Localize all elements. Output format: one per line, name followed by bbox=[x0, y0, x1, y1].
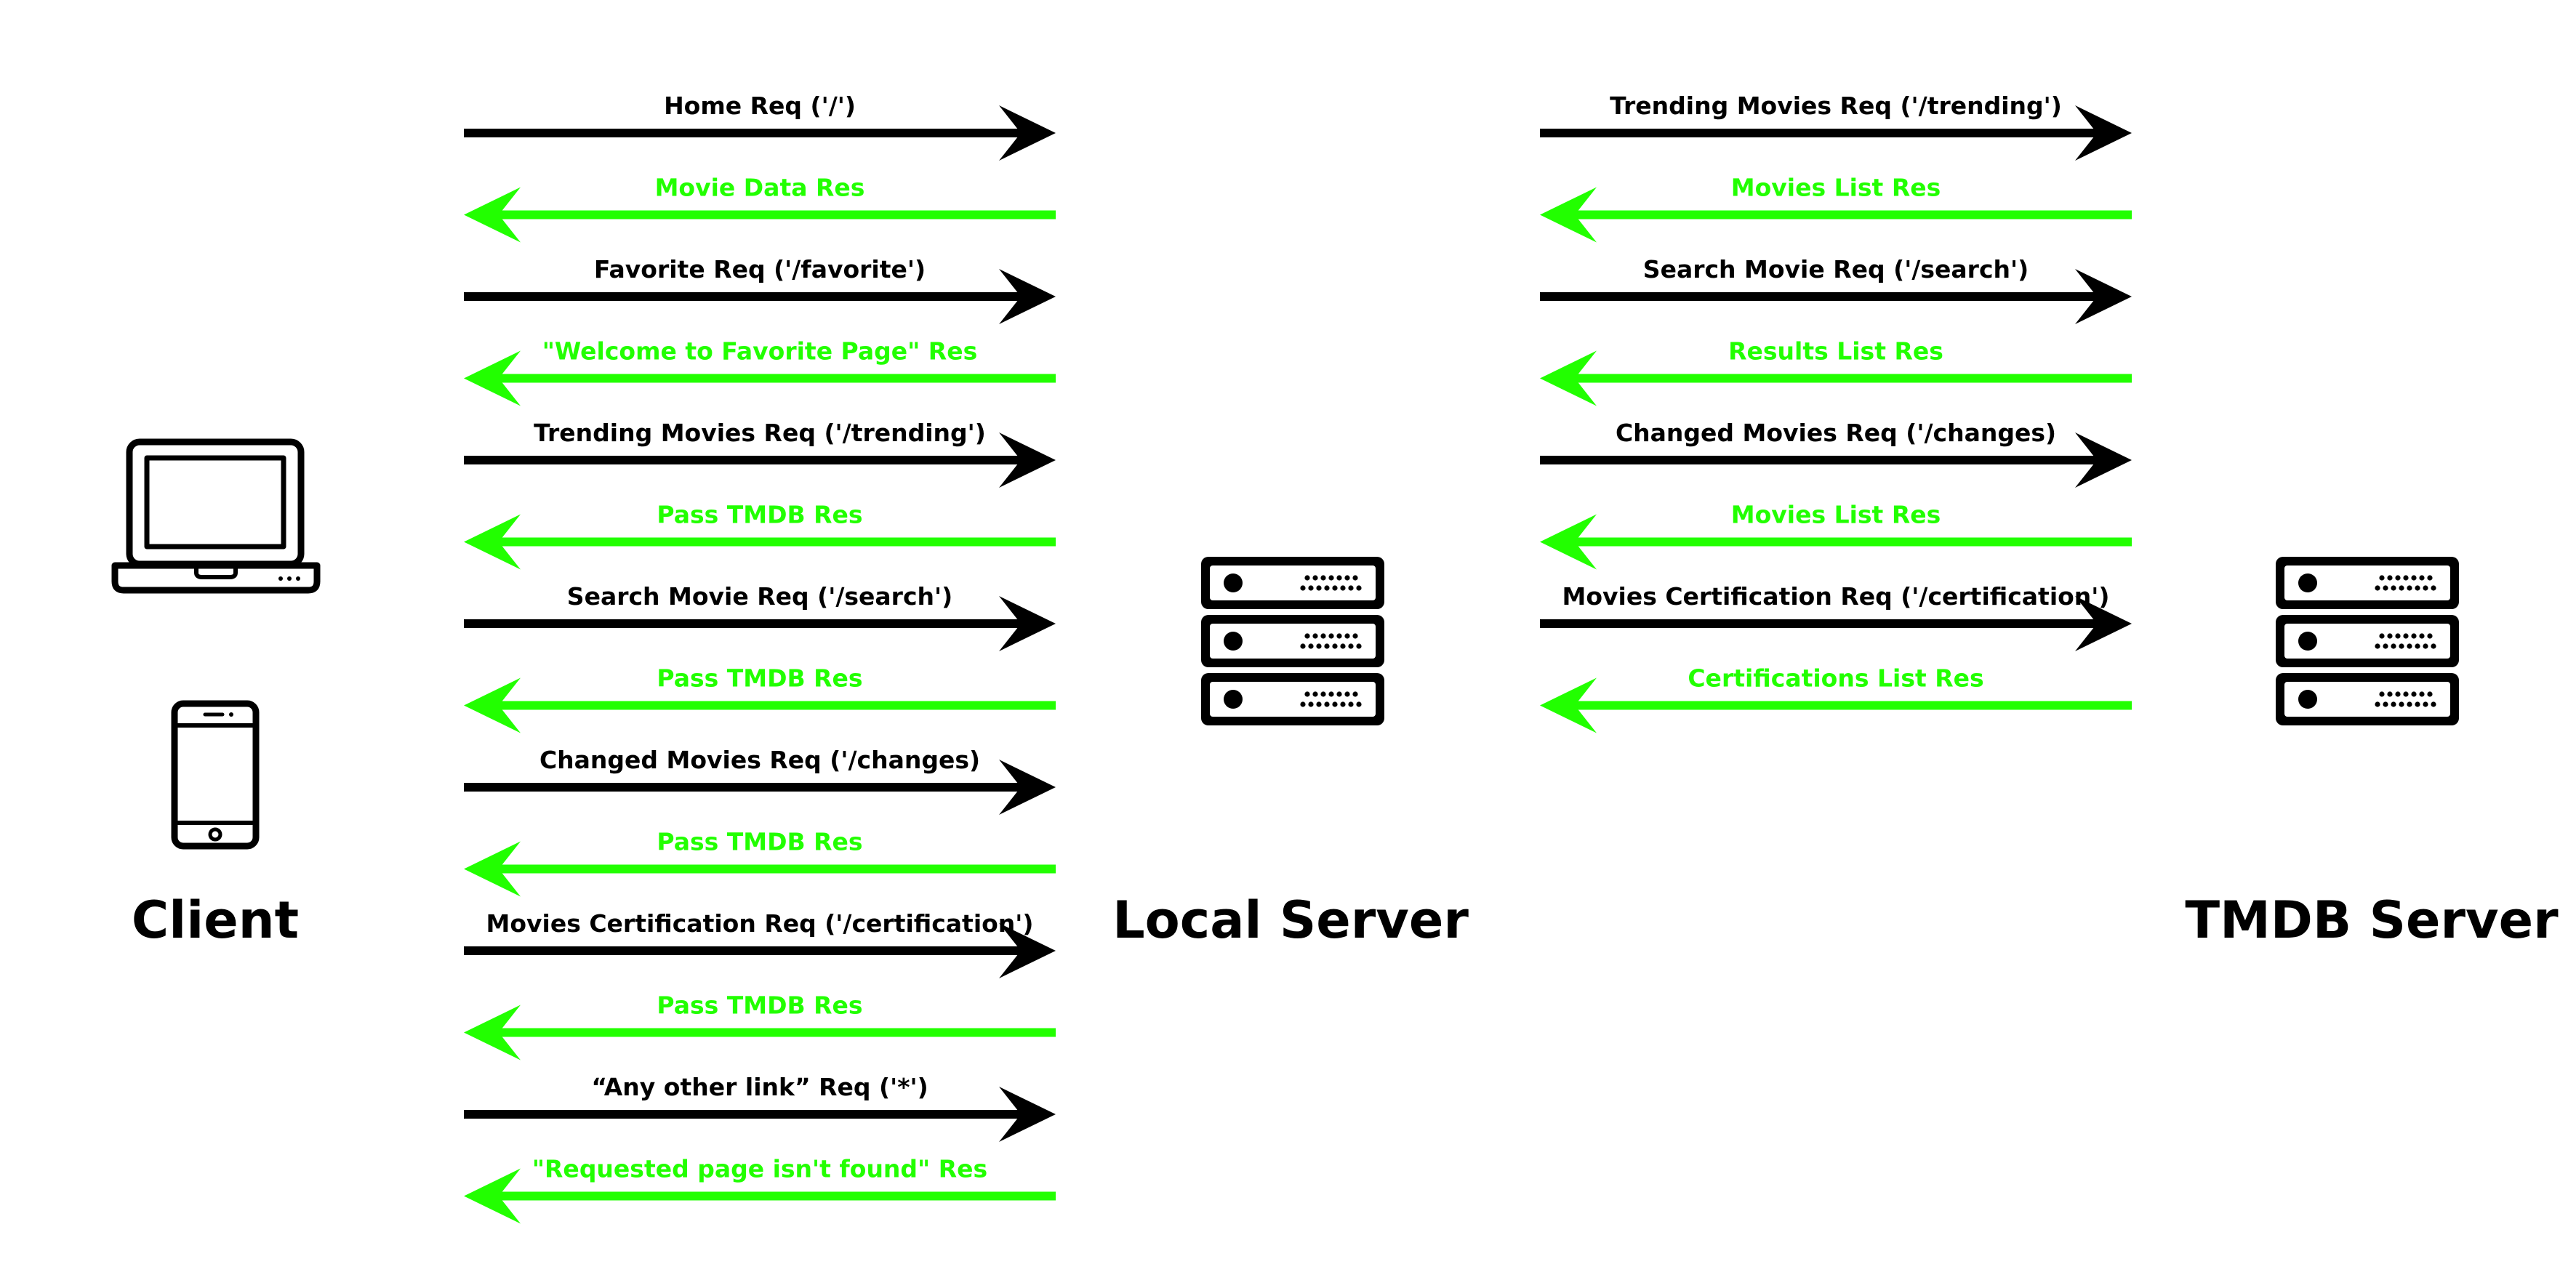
client-local-message-label: Changed Movies Req ('/changes) bbox=[539, 746, 980, 774]
arrow-head bbox=[999, 760, 1056, 815]
client-local-request-arrow: Changed Movies Req ('/changes) bbox=[464, 746, 1056, 815]
local-tmdb-request-arrow: Movies Certification Req ('/certificatio… bbox=[1540, 582, 2132, 651]
local-tmdb-message-group: Trending Movies Req ('/trending') Movies … bbox=[1540, 92, 2132, 733]
arrow-head bbox=[999, 923, 1056, 978]
local-tmdb-request-arrow: Search Movie Req ('/search') bbox=[1540, 255, 2132, 324]
arrow-head bbox=[2075, 596, 2132, 651]
client-local-response-arrow: "Welcome to Favorite Page" Res bbox=[464, 337, 1056, 406]
laptop-icon bbox=[111, 438, 321, 594]
client-local-message-label: Favorite Req ('/favorite') bbox=[594, 255, 926, 283]
local-server-label: Local Server bbox=[1112, 890, 1469, 950]
local-tmdb-message-label: Movies Certification Req ('/certificatio… bbox=[1562, 582, 2109, 611]
arrow-head bbox=[464, 350, 521, 406]
client-local-message-label: Movies Certification Req ('/certificatio… bbox=[486, 909, 1033, 938]
arrow-head bbox=[464, 187, 521, 243]
arrow-head bbox=[2075, 269, 2132, 324]
client-local-response-arrow: Pass TMDB Res bbox=[464, 664, 1056, 733]
arrow-head bbox=[1540, 514, 1597, 570]
arrow-head bbox=[464, 841, 521, 897]
client-local-request-arrow: Movies Certification Req ('/certificatio… bbox=[464, 909, 1056, 978]
client-local-response-arrow: Movie Data Res bbox=[464, 174, 1056, 243]
arrow-head bbox=[1540, 677, 1597, 733]
client-local-request-arrow: Favorite Req ('/favorite') bbox=[464, 255, 1056, 324]
arrow-head bbox=[2075, 432, 2132, 488]
arrow-head bbox=[1540, 350, 1597, 406]
client-local-message-label: Search Movie Req ('/search') bbox=[567, 582, 952, 611]
local-tmdb-message-label: Movies List Res bbox=[1731, 501, 1941, 529]
local-tmdb-request-arrow: Trending Movies Req ('/trending') bbox=[1540, 92, 2132, 161]
local-tmdb-message-label: Certifications List Res bbox=[1688, 664, 1983, 693]
arrow-head bbox=[999, 596, 1056, 651]
client-local-response-arrow: Pass TMDB Res bbox=[464, 501, 1056, 570]
client-local-response-arrow: "Requested page isn't found" Res bbox=[464, 1155, 1056, 1224]
local-tmdb-request-arrow: Changed Movies Req ('/changes) bbox=[1540, 419, 2132, 488]
client-label: Client bbox=[132, 890, 299, 950]
smartphone-icon bbox=[171, 700, 260, 850]
arrow-head bbox=[464, 677, 521, 733]
client-local-message-label: Pass TMDB Res bbox=[657, 991, 862, 1020]
local-tmdb-message-label: Trending Movies Req ('/trending') bbox=[1610, 92, 2062, 120]
client-local-response-arrow: Pass TMDB Res bbox=[464, 991, 1056, 1060]
local-tmdb-message-label: Search Movie Req ('/search') bbox=[1643, 255, 2029, 283]
arrow-head bbox=[1540, 187, 1597, 243]
client-local-message-label: Trending Movies Req ('/trending') bbox=[534, 419, 986, 447]
client-local-message-label: Pass TMDB Res bbox=[657, 664, 862, 693]
client-local-request-arrow: Home Req ('/') bbox=[464, 92, 1056, 161]
client-local-message-label: “Any other link” Req ('*') bbox=[591, 1073, 928, 1101]
local-tmdb-message-label: Movies List Res bbox=[1731, 174, 1941, 202]
arrow-head bbox=[999, 105, 1056, 161]
client-local-message-label: Pass TMDB Res bbox=[657, 828, 862, 856]
server-rack-icon bbox=[2276, 557, 2459, 725]
client-local-message-label: Home Req ('/') bbox=[664, 92, 856, 120]
arrow-head bbox=[999, 432, 1056, 488]
client-local-message-label: "Requested page isn't found" Res bbox=[532, 1155, 987, 1183]
local-tmdb-message-label: Changed Movies Req ('/changes) bbox=[1616, 419, 2056, 447]
local-tmdb-response-arrow: Movies List Res bbox=[1540, 501, 2132, 570]
server-rack-icon bbox=[1201, 557, 1384, 725]
client-local-message-label: "Welcome to Favorite Page" Res bbox=[542, 337, 978, 366]
local-tmdb-response-arrow: Results List Res bbox=[1540, 337, 2132, 406]
client-local-message-label: Movie Data Res bbox=[655, 174, 865, 202]
local-tmdb-response-arrow: Certifications List Res bbox=[1540, 664, 2132, 733]
arrow-head bbox=[2075, 105, 2132, 161]
client-local-message-label: Pass TMDB Res bbox=[657, 501, 862, 529]
client-local-request-arrow: Trending Movies Req ('/trending') bbox=[464, 419, 1056, 488]
arrow-head bbox=[464, 1168, 521, 1224]
client-local-response-arrow: Pass TMDB Res bbox=[464, 828, 1056, 897]
local-tmdb-message-label: Results List Res bbox=[1728, 337, 1943, 366]
arrow-head bbox=[999, 269, 1056, 324]
client-local-request-arrow: “Any other link” Req ('*') bbox=[464, 1073, 1056, 1142]
local-tmdb-response-arrow: Movies List Res bbox=[1540, 174, 2132, 243]
arrow-head bbox=[464, 514, 521, 570]
arrow-head bbox=[464, 1005, 521, 1060]
arrow-head bbox=[999, 1087, 1056, 1142]
client-local-request-arrow: Search Movie Req ('/search') bbox=[464, 582, 1056, 651]
tmdb-server-label: TMDB Server bbox=[2185, 890, 2559, 950]
